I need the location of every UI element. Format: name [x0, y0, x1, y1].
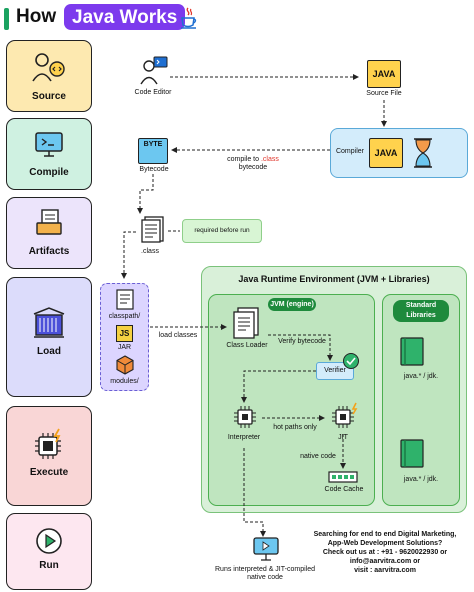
stage-load: Load [6, 277, 92, 397]
edge-class-to-classpath [121, 231, 136, 279]
interpreter-chip-icon [234, 406, 256, 428]
std-libs-line2: Libraries [406, 312, 436, 319]
edge-bytecode-to-class [137, 174, 154, 214]
interpreter-label: Interpreter [227, 434, 261, 441]
java-jdk-label-2: java.* / jdk. [403, 476, 439, 483]
code-cache-icon [328, 471, 358, 483]
bytecode-icon: BYTE [138, 138, 168, 164]
runs-output-label: Runs interpreted & JIT-compiled native c… [206, 566, 324, 582]
run-monitor-icon [253, 537, 279, 561]
check-circle-icon [343, 353, 359, 369]
developer-code-icon [32, 53, 65, 82]
load-classes-label: load classes [158, 332, 198, 339]
edge-verify [268, 334, 333, 361]
compile-edge-label: compile to .class bytecode [218, 156, 288, 172]
footer-line3: Check out us at : +91 - 9620022930 or [322, 549, 448, 556]
class-loader-icon [233, 307, 259, 339]
stage-label-source: Source [32, 91, 66, 102]
standard-libraries-badge: Standard Libraries [393, 300, 449, 322]
source-file-label: Source File [366, 90, 402, 97]
title-prefix: How [16, 6, 57, 27]
verifier-box: Verifier [316, 362, 354, 380]
edge-interpreter-to-run [243, 448, 266, 537]
footer-line4: info@aarvitra.com or [349, 558, 421, 565]
compile-edge-line2: bytecode [238, 164, 268, 171]
class-file-label: .class [141, 248, 159, 255]
jit-label: JIT [338, 434, 348, 441]
byte-text: BYTE [143, 141, 163, 148]
monitor-code-icon [35, 132, 63, 157]
required-note: required before run [182, 219, 262, 243]
footer-line1: Searching for end to end Digital Marketi… [313, 531, 457, 538]
standard-libraries-container [382, 294, 460, 506]
stage-label-execute: Execute [29, 467, 69, 478]
jit-chip-icon [332, 402, 358, 428]
modules-label: modules/ [110, 378, 139, 385]
classpath-label: classpath/ [108, 313, 141, 320]
class-loader-label: Class Loader [226, 342, 268, 349]
stage-label-load: Load [37, 346, 61, 357]
classpath-folder-icon [116, 289, 134, 310]
footer-promo: Searching for end to end Digital Marketi… [300, 530, 470, 575]
cpu-lightning-icon [35, 428, 61, 459]
class-extension-text: .class [260, 156, 279, 163]
title-bar: How Java Works [0, 0, 474, 38]
java-file-text: JAVA [372, 69, 396, 79]
library-book-icon-1 [400, 337, 424, 366]
stage-compile: Compile [6, 118, 92, 190]
java-source-file-icon: JAVA [367, 60, 401, 88]
runs-line1: Runs interpreted & JIT-compiled [215, 566, 315, 573]
compiler-label: Compiler [335, 148, 364, 155]
library-book-icon-2 [400, 439, 424, 468]
stage-label-compile: Compile [29, 167, 69, 178]
bytecode-label: Bytecode [139, 166, 169, 173]
title-highlight: Java Works [64, 4, 186, 30]
hot-paths-label: hot paths only [273, 424, 317, 431]
jar-label: JAR [117, 344, 132, 351]
footer-line2: App-Web Development Solutions? [327, 540, 443, 547]
play-icon [36, 528, 62, 554]
hourglass-icon [414, 138, 432, 168]
compiler-java-text: JAVA [374, 148, 398, 158]
stage-run: Run [6, 513, 92, 590]
native-code-label: native code [300, 453, 336, 460]
loading-dock-icon [33, 307, 65, 338]
title-accent-bar [4, 8, 9, 30]
stage-label-artifacts: Artifacts [28, 246, 70, 257]
runs-line2: native code [247, 574, 283, 581]
edge-verifier-to-interpreter [241, 370, 316, 403]
footer-line5: visit : aarvitra.com [354, 567, 416, 574]
stage-artifacts: Artifacts [6, 197, 92, 269]
stage-execute: Execute [6, 406, 92, 506]
class-file-icon [141, 216, 164, 243]
stage-label-run: Run [39, 560, 59, 571]
jre-title: Java Runtime Environment (JVM + Librarie… [238, 274, 430, 284]
java-jdk-label-1: java.* / jdk. [403, 373, 439, 380]
code-editor-label: Code Editor [134, 89, 172, 96]
code-cache-label: Code Cache [324, 486, 364, 493]
code-editor-icon [140, 56, 168, 85]
jar-icon: JS [116, 325, 133, 342]
java-cup-icon [181, 7, 197, 29]
compile-edge-line1: compile to .class [227, 156, 279, 163]
documents-icon [36, 209, 62, 235]
compiler-java-icon: JAVA [369, 138, 403, 168]
modules-cube-icon [116, 355, 134, 375]
verify-bytecode-label: Verify bytecode [278, 338, 326, 345]
std-libs-line1: Standard [405, 302, 437, 309]
stage-source: Source [6, 40, 92, 112]
jvm-badge: JVM (engine) [268, 298, 316, 311]
